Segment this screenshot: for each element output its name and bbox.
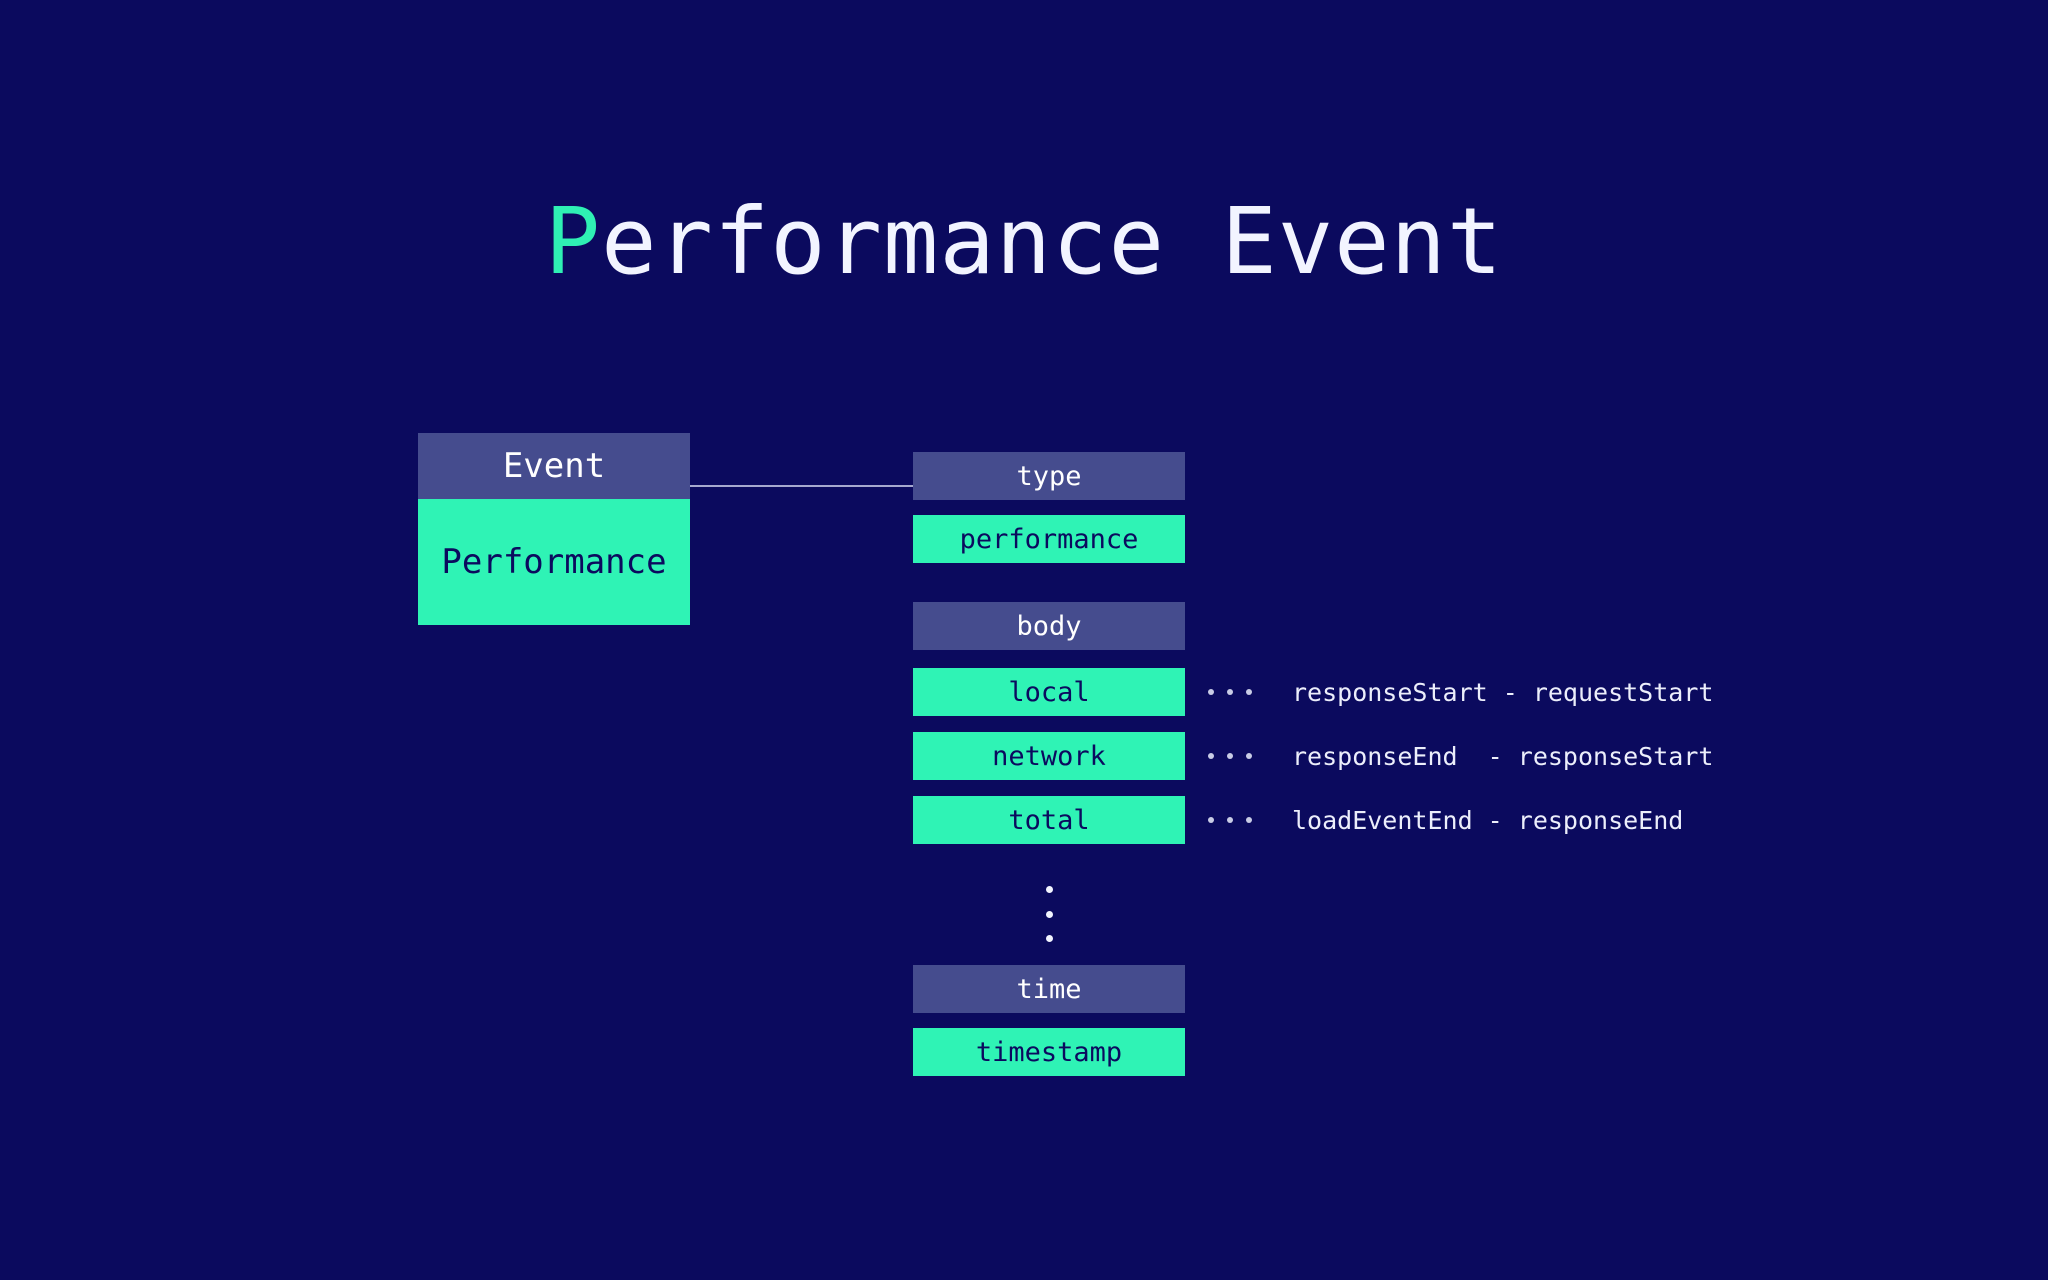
field-value-timestamp: timestamp — [913, 1028, 1185, 1076]
dot-icon — [1045, 910, 1053, 918]
field-key-body: body — [913, 602, 1185, 650]
field-value-total: total — [913, 796, 1185, 844]
annotation-local-text: responseStart - requestStart — [1292, 677, 1714, 707]
dot-icon — [1045, 935, 1053, 942]
dot-icon — [1246, 817, 1252, 823]
field-value-network: network — [913, 732, 1185, 780]
event-card-value: Performance — [418, 499, 690, 625]
field-key-time: time — [913, 965, 1185, 1013]
vertical-ellipsis-icon — [913, 886, 1185, 942]
field-value-local: local — [913, 668, 1185, 716]
dot-icon — [1045, 886, 1053, 893]
event-card-key: Event — [418, 433, 690, 499]
dot-icon — [1208, 753, 1214, 759]
dot-icon — [1246, 689, 1252, 695]
field-value-performance: performance — [913, 515, 1185, 563]
page-title: Performance Event — [0, 196, 2048, 288]
dot-icon — [1208, 817, 1214, 823]
field-key-type: type — [913, 452, 1185, 500]
annotation-total-text: loadEventEnd - responseEnd — [1292, 805, 1684, 835]
title-accent-letter: P — [544, 188, 602, 295]
dot-icon — [1227, 689, 1233, 695]
dot-icon — [1246, 753, 1252, 759]
dot-icon — [1227, 817, 1233, 823]
annotation-local: responseStart - requestStart — [1208, 668, 1713, 716]
annotation-total: loadEventEnd - responseEnd — [1208, 796, 1683, 844]
annotation-network-text: responseEnd - responseStart — [1292, 741, 1714, 771]
horizontal-ellipsis-icon — [1208, 753, 1252, 759]
horizontal-ellipsis-icon — [1208, 817, 1252, 823]
title-rest: erformance Event — [601, 188, 1504, 295]
annotation-network: responseEnd - responseStart — [1208, 732, 1713, 780]
dot-icon — [1227, 753, 1233, 759]
dot-icon — [1208, 689, 1214, 695]
horizontal-ellipsis-icon — [1208, 689, 1252, 695]
connector-line — [690, 485, 914, 487]
